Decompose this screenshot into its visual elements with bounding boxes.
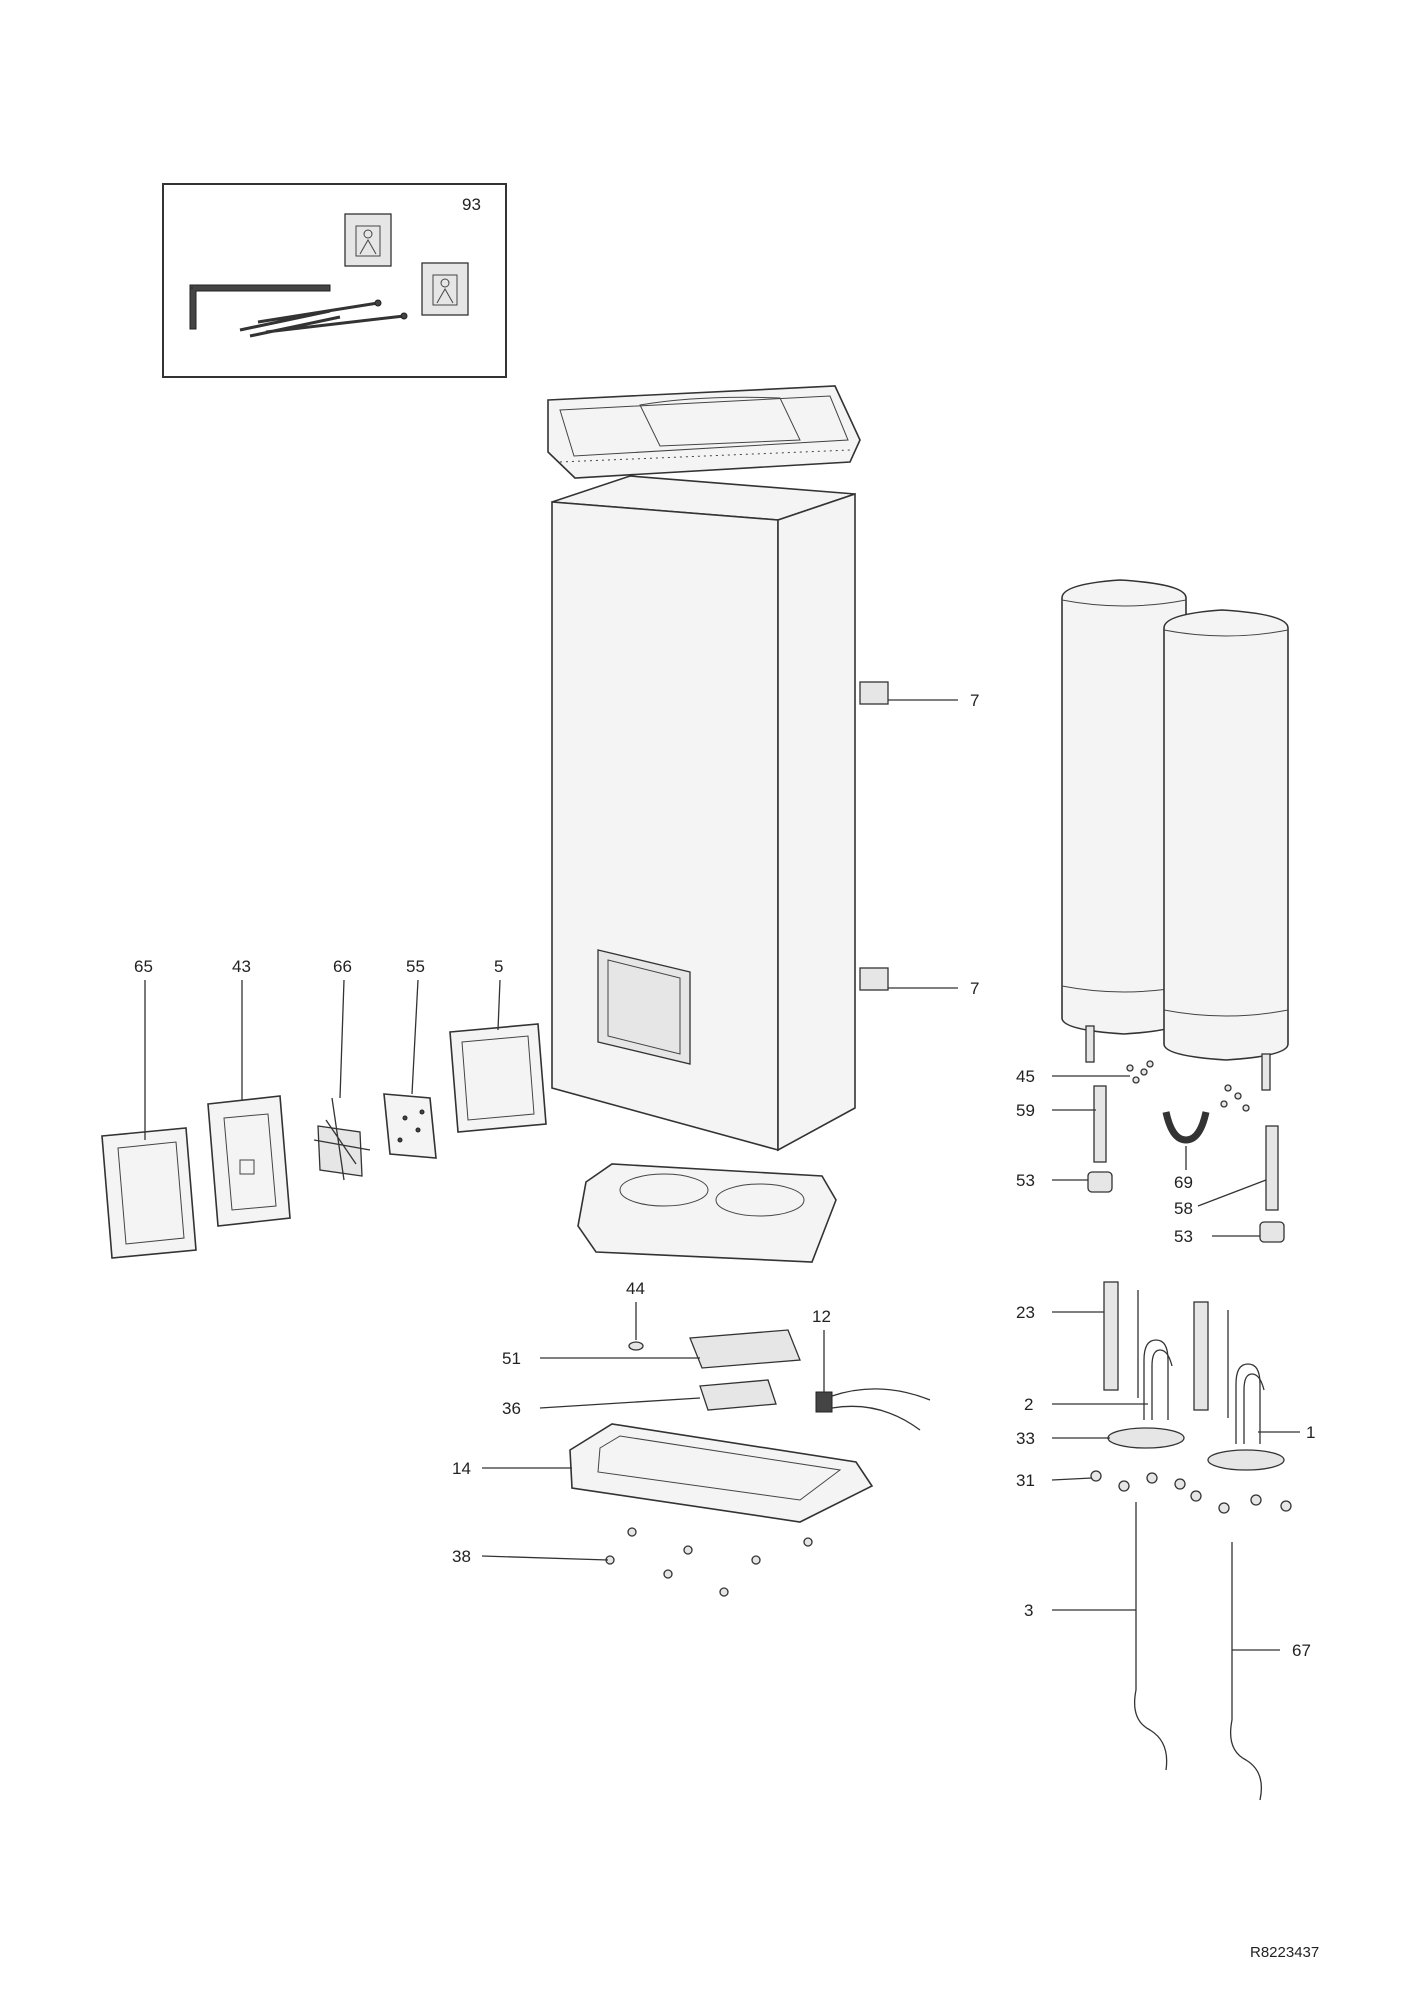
label-2: 2: [1024, 1395, 1033, 1414]
front-frame-65: [101, 1127, 197, 1259]
label-14: 14: [452, 1459, 471, 1478]
label-38: 38: [452, 1547, 471, 1566]
label-12: 12: [812, 1307, 831, 1326]
thermostat-probe-3: [1133, 1502, 1168, 1771]
nut-53-b: [1259, 1221, 1285, 1243]
leader-lines: [144, 699, 1300, 1651]
screws-38: [605, 1527, 813, 1597]
label-3: 3: [1024, 1601, 1033, 1620]
label-69: 69: [1174, 1173, 1193, 1192]
label-31: 31: [1016, 1471, 1035, 1490]
label-7-upper: 7: [970, 691, 979, 710]
pipe-58: [1265, 1125, 1279, 1211]
label-55: 55: [406, 957, 425, 976]
circuit-board-55: [383, 1093, 437, 1159]
label-44: 44: [626, 1279, 645, 1298]
screws-45: [1126, 1060, 1250, 1112]
part-labels: 93 7 7 65 43 66 55 5 45 59 69 53 58 53 4…: [134, 195, 1315, 1660]
label-65: 65: [134, 957, 153, 976]
label-45: 45: [1016, 1067, 1035, 1086]
reference-code: R8223437: [1250, 1944, 1320, 1961]
water-tanks: [1061, 579, 1289, 1091]
flex-pipe-69: [1162, 1111, 1210, 1144]
label-67: 67: [1292, 1641, 1311, 1660]
bracket-51: [689, 1329, 801, 1369]
label-36: 36: [502, 1399, 521, 1418]
main-casing: [551, 475, 889, 1152]
label-59: 59: [1016, 1101, 1035, 1120]
label-5: 5: [494, 957, 503, 976]
label-1: 1: [1306, 1423, 1315, 1442]
thermostat-probe-67: [1229, 1542, 1263, 1801]
connector-12: [815, 1388, 931, 1431]
label-7-lower: 7: [970, 979, 979, 998]
terminal-board-36: [699, 1379, 777, 1411]
nuts-31: [1090, 1470, 1292, 1514]
label-58: 58: [1174, 1199, 1193, 1218]
label-53-upper: 53: [1016, 1171, 1035, 1190]
base-tray: [577, 1163, 837, 1263]
flange-33: [1107, 1427, 1285, 1471]
label-93: 93: [462, 195, 481, 214]
gasket-5: [449, 1023, 547, 1133]
label-23: 23: [1016, 1303, 1035, 1322]
pipe-59: [1093, 1085, 1107, 1163]
label-53-lower: 53: [1174, 1227, 1193, 1246]
label-33: 33: [1016, 1429, 1035, 1448]
accessory-kit-93: [162, 183, 507, 378]
label-66: 66: [333, 957, 352, 976]
bottom-cover-14: [569, 1423, 874, 1523]
nut-53-a: [1087, 1171, 1113, 1193]
top-cover: [547, 385, 861, 479]
heating-element-1: [1235, 1363, 1265, 1444]
label-51: 51: [502, 1349, 521, 1368]
washer-44: [628, 1341, 644, 1351]
heating-element-2: [1143, 1339, 1173, 1420]
thermostat-66: [313, 1097, 371, 1181]
label-43: 43: [232, 957, 251, 976]
front-panel-43: [207, 1095, 291, 1227]
anode-23: [1103, 1281, 1229, 1418]
